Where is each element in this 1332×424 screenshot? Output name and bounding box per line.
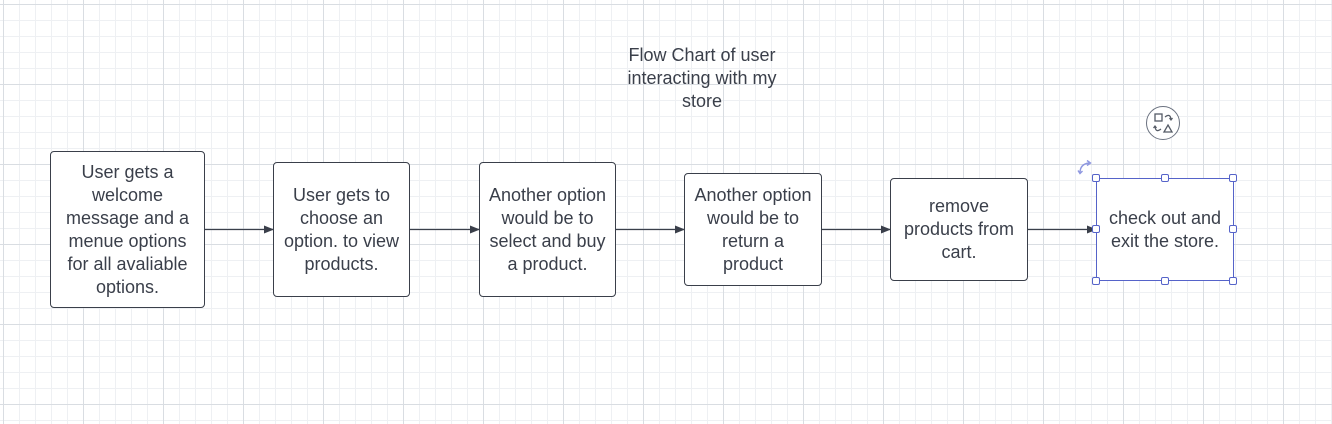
shape-swap-button[interactable] (1146, 106, 1180, 140)
resize-handle-top-middle[interactable] (1161, 174, 1169, 182)
node-label: remove products from cart. (903, 196, 1015, 262)
resize-handle-bottom-middle[interactable] (1161, 277, 1169, 285)
node-select-and-buy[interactable]: Another option would be to select and bu… (479, 162, 616, 297)
node-return-product[interactable]: Another option would be to return a prod… (684, 173, 822, 286)
node-welcome-message[interactable]: User gets a welcome message and a menue … (50, 151, 205, 308)
node-label: User gets to choose an option. to view p… (283, 184, 400, 274)
node-remove-from-cart[interactable]: remove products from cart. (890, 178, 1028, 281)
resize-handle-top-left[interactable] (1092, 174, 1100, 182)
resize-handle-middle-right[interactable] (1229, 225, 1237, 233)
node-label: Another option would be to select and bu… (488, 184, 607, 274)
resize-handle-bottom-right[interactable] (1229, 277, 1237, 285)
node-choose-option[interactable]: User gets to choose an option. to view p… (273, 162, 410, 297)
shape-swap-icon (1153, 113, 1174, 133)
node-label: User gets a welcome message and a menue … (65, 161, 190, 297)
node-label: check out and exit the store. (1108, 207, 1222, 251)
node-label: Another option would be to return a prod… (694, 184, 812, 274)
resize-handle-middle-left[interactable] (1092, 225, 1100, 233)
resize-handle-bottom-left[interactable] (1092, 277, 1100, 285)
diagram-title[interactable]: Flow Chart of user interacting with my s… (627, 45, 777, 111)
rotate-handle-icon[interactable] (1076, 158, 1096, 178)
node-checkout-exit[interactable]: check out and exit the store. (1096, 178, 1234, 281)
resize-handle-top-right[interactable] (1229, 174, 1237, 182)
